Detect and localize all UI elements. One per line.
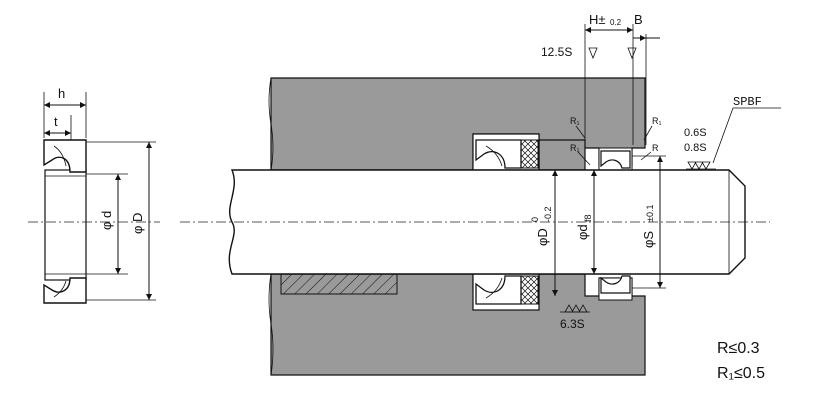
dim-phi-D-lower-tol: -0.2 xyxy=(543,206,553,222)
dim-h-label: h xyxy=(58,86,65,101)
seal-bottom-lip xyxy=(43,277,87,304)
hatched-bushing xyxy=(280,273,398,295)
dim-phi-d-fit: f8 xyxy=(583,214,593,222)
dim-phi-S-tol: ±0.1 xyxy=(645,205,655,222)
lower-backup-ring xyxy=(520,275,539,305)
upper-wiper xyxy=(600,150,631,169)
dim-t-label: t xyxy=(54,114,58,129)
roughness-mark-rod xyxy=(687,161,711,170)
seal-section-view: h t φ d φ D xyxy=(28,86,160,304)
dim-phi-d-small: φ d xyxy=(99,211,114,230)
dim-H-tol: 0.2 xyxy=(610,18,622,27)
radius-r1-lower: R₁ xyxy=(570,143,580,153)
dim-B-label: B xyxy=(634,12,643,27)
dim-phi-S-main: φS xyxy=(641,231,656,248)
surface-0-6S: 0.6S xyxy=(684,127,707,139)
lower-wiper xyxy=(600,275,631,294)
seal-ring-body xyxy=(44,169,87,281)
radius-r1-right: R₁ xyxy=(652,116,662,126)
note-r1: R₁≤0.5 xyxy=(717,365,765,382)
spbf-label: SPBF xyxy=(733,95,762,109)
surface-6-3S: 6.3S xyxy=(560,317,585,331)
radius-r: R xyxy=(652,143,659,153)
radius-r1-upper: R₁ xyxy=(570,116,580,126)
upper-backup-ring xyxy=(520,139,539,169)
dim-phi-D-upper-tol: 0 xyxy=(530,217,540,222)
surface-0-8S: 0.8S xyxy=(684,142,707,154)
surface-12-5S: 12.5S xyxy=(541,45,572,59)
installation-view: φD 0 -0.2 φd f8 φS ±0.1 H± 0.2 B 12.5S R… xyxy=(180,12,781,382)
note-r: R≤0.3 xyxy=(717,340,760,357)
dim-phi-d-main: φd xyxy=(575,224,590,240)
dim-phi-D-small: φ D xyxy=(130,213,145,234)
dim-phi-D-main: φD xyxy=(535,228,550,246)
roughness-mark-left xyxy=(588,47,598,60)
seal-top-lip xyxy=(43,139,87,173)
dim-H-label: H± xyxy=(589,12,606,27)
roughness-mark-right xyxy=(627,47,637,60)
